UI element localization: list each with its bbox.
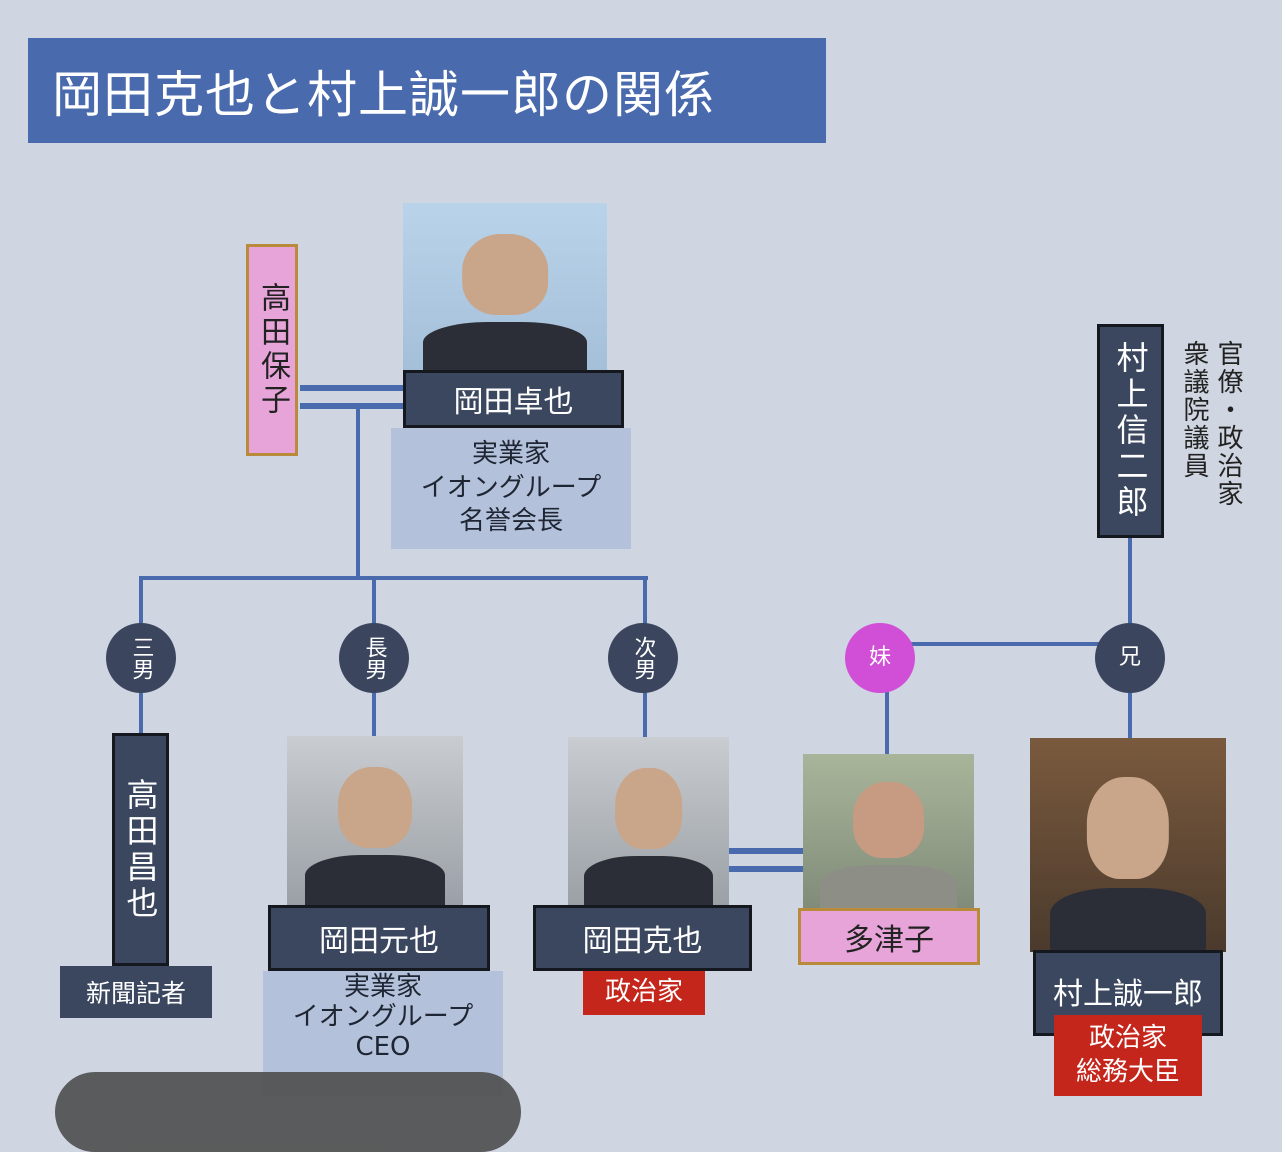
relation-badge-sanan: 三男: [106, 623, 176, 693]
takata-masaya-box: 高田昌也: [112, 733, 169, 966]
info-line: 実業家: [343, 972, 422, 1002]
okada-motoya-name: 岡田元也: [268, 905, 490, 971]
tree-line: [885, 690, 889, 755]
tree-line: [1128, 690, 1132, 740]
info-line: 名誉会長: [458, 506, 563, 537]
relation-badge-jinan: 次男: [608, 623, 678, 693]
okada-takuya-info: 実業家 イオングループ 名誉会長: [391, 428, 631, 549]
shinjiro-note-1: 官僚・政治家: [1213, 340, 1243, 508]
relation-badge-chonan: 長男: [339, 623, 409, 693]
info-line: イオングループ: [292, 1001, 474, 1032]
relation-badge-ani: 兄: [1095, 623, 1165, 693]
murakami-seiichiro-info: 政治家 総務大臣: [1054, 1015, 1202, 1096]
marriage-line-top-1: [300, 385, 405, 391]
murakami-shinjiro-box: 村上信二郎: [1097, 324, 1164, 538]
tree-line: [139, 576, 648, 580]
okada-motoya-photo: [287, 736, 463, 906]
shinjiro-note-2: 衆議院議員: [1179, 340, 1209, 480]
tazuko-photo: [803, 754, 974, 912]
tree-line: [643, 690, 647, 738]
overlay-panel[interactable]: [55, 1072, 521, 1152]
murakami-seiichiro-photo: [1030, 738, 1226, 952]
marriage-line-2: [728, 866, 804, 872]
takata-masaya-info: 新聞記者: [60, 966, 212, 1018]
takata-yasuko-box: 高田保子: [246, 244, 298, 456]
okada-katsuya-info: 政治家: [583, 971, 705, 1015]
tree-line: [372, 690, 376, 738]
tree-line: [1128, 537, 1132, 627]
okada-katsuya-name: 岡田克也: [533, 905, 752, 971]
sibling-line: [880, 642, 1130, 646]
okada-takuya-name: 岡田卓也: [403, 370, 624, 428]
okada-katsuya-photo: [568, 737, 729, 907]
info-line: 実業家: [471, 438, 550, 469]
tree-line: [139, 690, 143, 735]
info-line: イオングループ: [420, 472, 602, 503]
tree-line: [356, 409, 360, 579]
tazuko-name: 多津子: [798, 908, 980, 965]
tree-line: [372, 576, 376, 626]
tree-line: [643, 576, 647, 626]
info-line: 総務大臣: [1075, 1056, 1180, 1087]
tree-line: [139, 576, 143, 626]
relation-badge-imouto: 妹: [845, 623, 915, 693]
okada-takuya-photo: [403, 203, 607, 373]
info-line: CEO: [355, 1031, 411, 1062]
marriage-line-top-2: [300, 403, 405, 409]
page-title: 岡田克也と村上誠一郎の関係: [28, 38, 826, 143]
info-line: 政治家: [1088, 1022, 1167, 1053]
marriage-line-1: [728, 848, 804, 854]
